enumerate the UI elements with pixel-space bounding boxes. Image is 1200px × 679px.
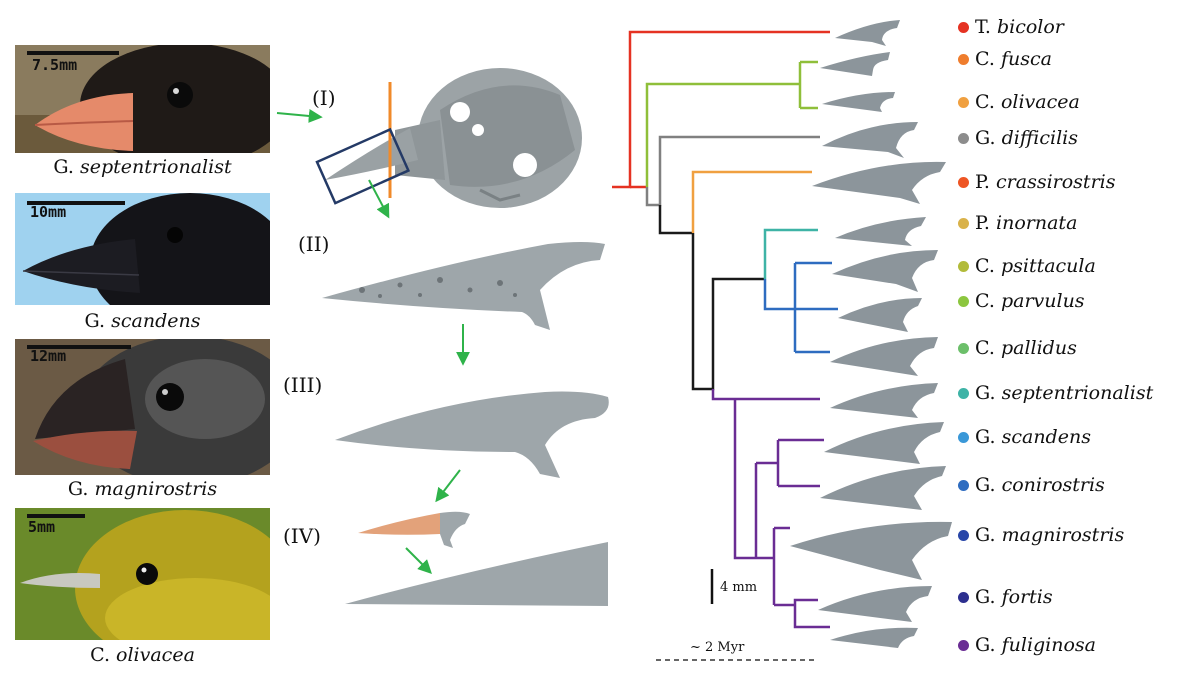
legend-label: C. fusca [975,48,1052,70]
legend-item: C. parvulus [958,286,1085,316]
tree-beaks [790,20,952,648]
step-label: (I) [312,86,336,110]
scale-label: 10mm [30,203,67,221]
legend-label: C. psittacula [975,255,1096,277]
legend-dot [958,176,969,188]
legend-label: P. inornata [975,212,1078,234]
legend-item: P. inornata [958,208,1077,238]
photo-magnirostris [15,339,270,475]
legend-dot [958,431,969,443]
arrow [405,547,432,574]
beak-shape [790,521,952,580]
scale-label: 12mm [30,347,67,365]
legend-item: C. fusca [958,44,1052,74]
beak-surface-zoom [345,542,608,606]
photo-olivacea [15,508,270,640]
beak-shape [820,466,946,510]
legend-label: T. bicolor [975,16,1064,38]
legend-item: G. fortis [958,582,1053,612]
beak-shape [824,422,944,464]
beak-shape [830,337,938,376]
legend-item: P. crassirostris [958,167,1115,197]
legend-label: G. magnirostris [975,524,1125,546]
beak-step-ii [322,242,605,330]
legend-item: G. difficilis [958,123,1078,153]
beak-shape [830,383,938,418]
legend-dot [958,53,969,65]
beak-shape [818,586,932,622]
beak-shape [835,20,900,46]
legend-dot [958,260,969,272]
beak-step-iii [335,391,609,478]
photo-caption: G. scandens [84,310,201,332]
legend-item: C. psittacula [958,251,1096,281]
beak-shape [822,122,918,158]
legend-dot [958,479,969,491]
legend-label: C. parvulus [975,290,1085,312]
legend-dot [958,639,969,651]
legend-label: C. olivacea [975,91,1080,113]
arrow [276,108,323,123]
legend-dot [958,21,969,33]
photo-scandens [15,193,270,305]
legend-label: G. fortis [975,586,1053,608]
photo-caption: C. olivacea [90,644,195,666]
legend-item: G. conirostris [958,470,1105,500]
legend-item: T. bicolor [958,12,1064,42]
legend-label: G. fuliginosa [975,634,1097,656]
arrow [435,469,461,503]
legend-item: G. scandens [958,422,1091,452]
beak-step-iv [358,511,470,548]
beak-shape [820,52,890,76]
arrow [368,179,390,219]
photo-caption: G. magnirostris [67,478,218,500]
legend-label: C. pallidus [975,337,1077,359]
legend-dot [958,96,969,108]
legend-item: C. olivacea [958,87,1080,117]
time-scale-label: ~ 2 Myr [690,640,745,655]
beak-shape [812,161,946,204]
beak-shape [830,627,918,648]
legend-dot [958,387,969,399]
photo-caption: G. septentrionalist [53,156,232,178]
photo-septentrionalist [15,45,270,153]
beak-shape [838,298,922,332]
beak-shape [822,92,895,112]
legend-item: G. fuliginosa [958,630,1096,660]
step-label: (III) [283,373,323,397]
skull-scan [325,68,582,208]
scale-bar-label: 4 mm [720,580,758,595]
scale-label: 7.5mm [32,56,78,74]
legend-dot [958,295,969,307]
beak-shape [835,217,926,246]
legend-dot [958,591,969,603]
legend-dot [958,217,969,229]
legend-item: G. magnirostris [958,520,1124,550]
legend-label: G. difficilis [975,127,1078,149]
scale-label: 5mm [28,518,56,536]
legend-dot [958,342,969,354]
step-label: (II) [298,232,330,256]
step-label: (IV) [283,524,321,548]
legend-label: P. crassirostris [975,171,1116,193]
phylogeny-tree [612,30,838,629]
legend-item: C. pallidus [958,333,1077,363]
legend-dot [958,132,969,144]
beak-shape [832,250,938,292]
legend-label: G. septentrionalist [975,382,1154,404]
legend-label: G. conirostris [975,474,1105,496]
legend-item: G. septentrionalist [958,378,1153,408]
legend-dot [958,529,969,541]
legend-label: G. scandens [975,426,1091,448]
